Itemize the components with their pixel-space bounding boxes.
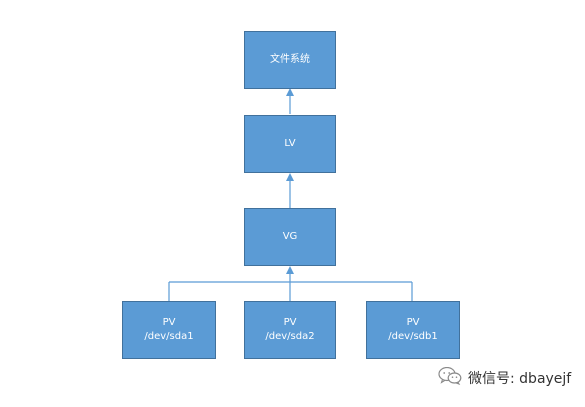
node-pv-sda1-type: PV [162,317,176,328]
node-pv-sda2-device: /dev/sda2 [265,331,315,342]
node-vg-label: VG [282,231,298,242]
node-pv-sda2: PV /dev/sda2 [244,301,336,359]
node-pv-sdb1: PV /dev/sdb1 [366,301,460,359]
watermark: 微信号: dbayejf [438,366,572,389]
node-lv: LV [244,115,336,173]
watermark-text: 微信号: dbayejf [468,371,572,387]
node-vg: VG [244,208,336,266]
node-pv-sda1: PV /dev/sda1 [122,301,216,359]
node-lv-label: LV [284,138,296,149]
node-filesystem: 文件系统 [244,31,336,89]
node-pv-sdb1-device: /dev/sdb1 [388,331,438,342]
node-pv-sdb1-type: PV [406,317,420,328]
node-pv-sda1-device: /dev/sda1 [144,331,194,342]
node-filesystem-label: 文件系统 [270,54,310,65]
wechat-icon [438,366,462,389]
node-pv-sda2-type: PV [283,317,297,328]
